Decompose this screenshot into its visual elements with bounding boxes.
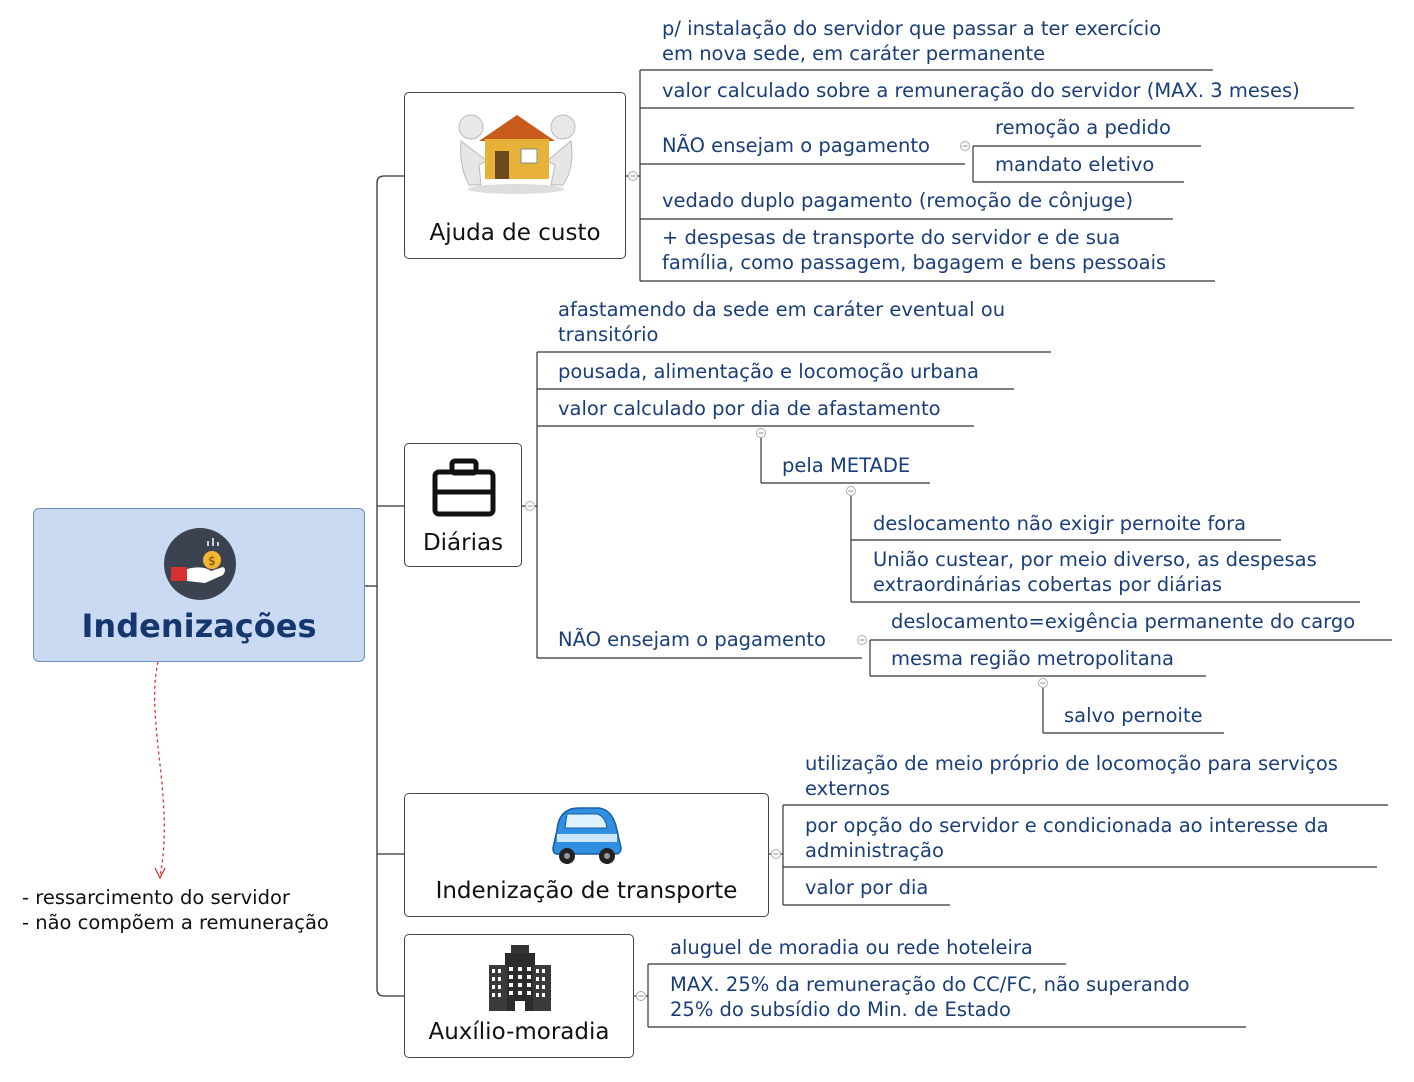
note-line: - ressarcimento do servidor (22, 886, 290, 909)
ajuda-item: + despesas de transporte do servidor e d… (662, 226, 1121, 249)
topic-ajuda-de-custo[interactable]: Ajuda de custo (404, 92, 626, 259)
transporte-item: valor por dia (805, 876, 929, 899)
briefcase-icon (432, 458, 496, 517)
ajuda-subitem: remoção a pedido (995, 116, 1171, 139)
moradia-item: 25% do subsídio do Min. de Estado (670, 998, 1011, 1021)
ajuda-item: p/ instalação do servidor que passar a t… (662, 17, 1162, 40)
diarias-subitem: extraordinárias cobertas por diárias (873, 573, 1223, 596)
topic-label: Diárias (422, 530, 504, 556)
main-trunk (376, 175, 404, 997)
note-line: - não compõem a remuneração (22, 911, 329, 934)
transporte-item: administração (805, 839, 944, 862)
root-note: - ressarcimento do servidor - não compõe… (22, 885, 329, 935)
diarias-item: afastamendo da sede em caráter eventual … (558, 298, 1006, 321)
ajuda-item: família, como passagem, bagagem e bens p… (662, 251, 1167, 274)
money-hand-icon: $ (164, 528, 236, 600)
diarias-subitem: União custear, por meio diverso, as desp… (873, 548, 1317, 571)
transporte-item: utilização de meio próprio de locomoção … (805, 752, 1338, 775)
diarias-subitem: salvo pernoite (1064, 704, 1203, 727)
car-icon (552, 807, 622, 864)
topic-diarias[interactable]: Diárias (404, 443, 522, 567)
ajuda-item: em nova sede, em caráter permanente (662, 42, 1046, 65)
moradia-item: aluguel de moradia ou rede hoteleira (670, 936, 1033, 959)
topic-label: Indenização de transporte (435, 878, 738, 904)
transporte-item: por opção do servidor e condicionada ao … (805, 814, 1329, 837)
hotel-building-icon (489, 945, 551, 1011)
diarias-subitem: pela METADE (782, 454, 911, 477)
diarias-item: transitório (558, 323, 659, 346)
house-moving-icon (458, 114, 576, 194)
diarias-item: pousada, alimentação e locomoção urbana (558, 360, 979, 383)
diarias-subitem: mesma região metropolitana (891, 647, 1174, 670)
diarias-subitem: deslocamento=exigência permanente do car… (891, 610, 1356, 633)
topic-indenizacao-transporte[interactable]: Indenização de transporte (404, 793, 769, 917)
ajuda-item: vedado duplo pagamento (remoção de cônju… (662, 189, 1134, 212)
diarias-subitem: deslocamento não exigir pernoite fora (873, 512, 1247, 535)
root-title: Indenizações (81, 607, 317, 645)
svg-text:$: $ (208, 554, 216, 568)
dashed-note-link (154, 661, 165, 877)
root-topic[interactable]: $ Indenizações (33, 508, 365, 662)
topic-auxilio-moradia[interactable]: Auxílio-moradia (404, 934, 634, 1058)
ajuda-item: NÃO ensejam o pagamento (662, 134, 930, 157)
topic-label: Auxílio-moradia (428, 1019, 610, 1045)
moradia-item: MAX. 25% da remuneração do CC/FC, não su… (670, 973, 1190, 996)
diarias-item: NÃO ensejam o pagamento (558, 628, 826, 651)
transporte-item: externos (805, 777, 890, 800)
diarias-item: valor calculado por dia de afastamento (558, 397, 941, 420)
ajuda-item: valor calculado sobre a remuneração do s… (662, 79, 1300, 102)
topic-label: Ajuda de custo (429, 220, 601, 246)
ajuda-subitem: mandato eletivo (995, 153, 1155, 176)
